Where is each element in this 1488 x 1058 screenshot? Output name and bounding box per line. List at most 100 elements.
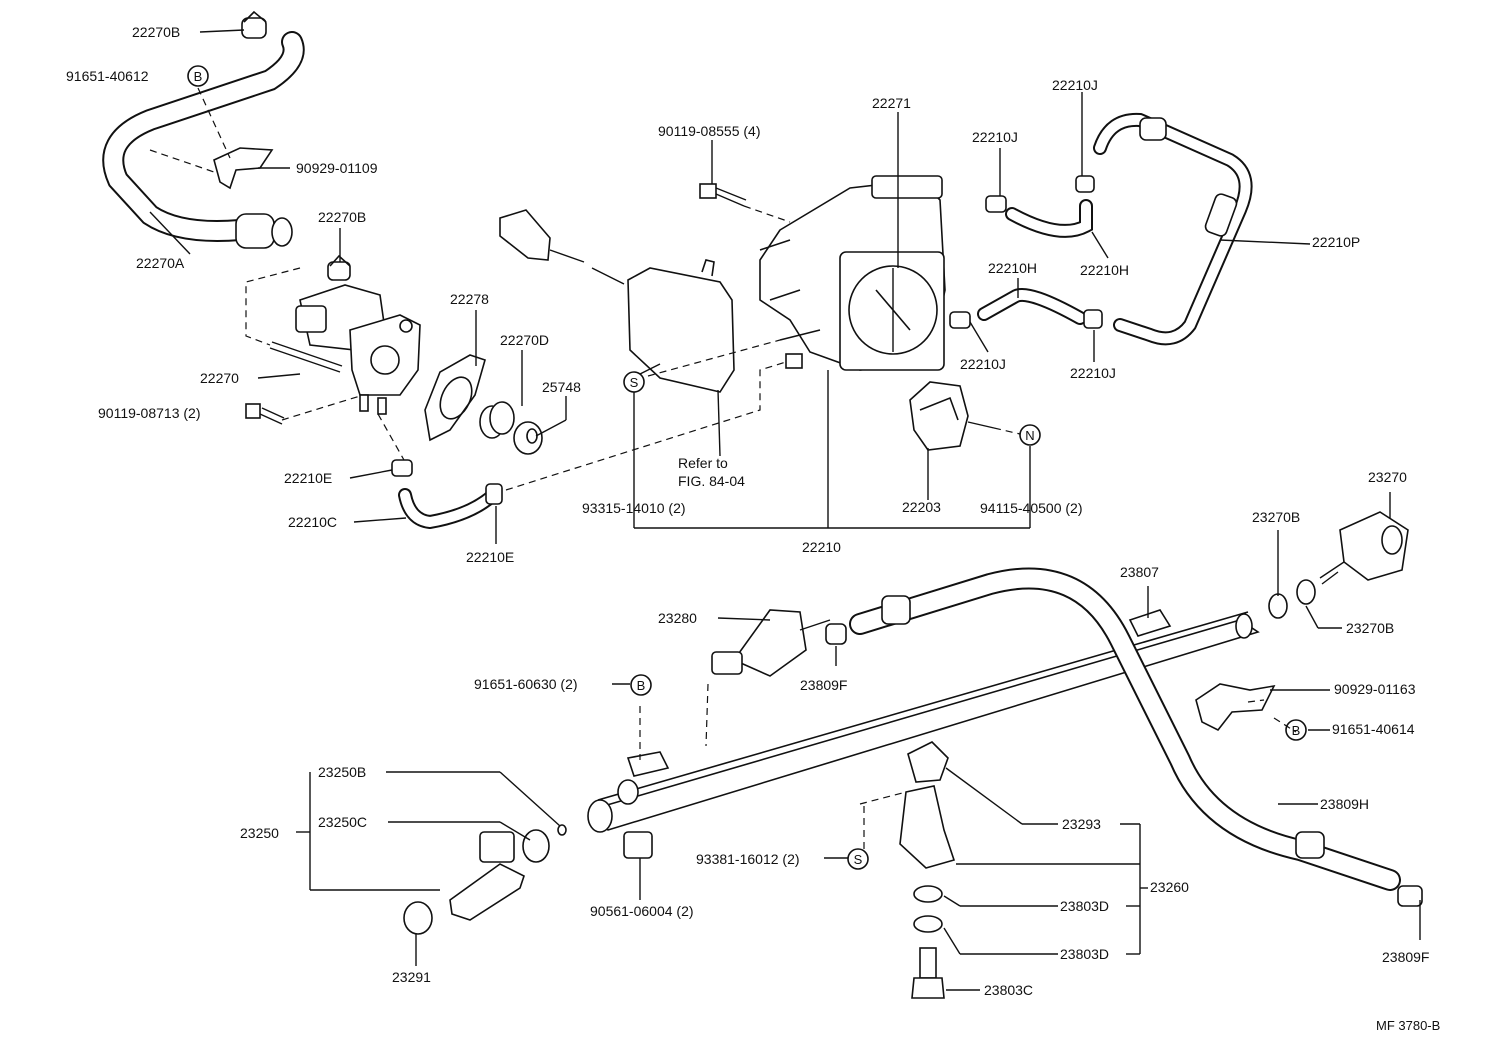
label-22203: 22203: [902, 499, 941, 515]
label-91651-40614: 91651-40614: [1332, 721, 1415, 737]
figure-code: MF 3780-B: [1376, 1018, 1440, 1033]
label-93315-14010: 93315-14010 (2): [582, 500, 686, 516]
label-22278: 22278: [450, 291, 489, 307]
plug-90561: [623, 831, 653, 859]
fuel-hose-23809h: [849, 567, 1401, 891]
washer-23270b: [1268, 579, 1316, 619]
part-drawings: [102, 10, 1423, 999]
injector-23250: [449, 824, 567, 921]
label-91651-60630: 91651-60630 (2): [474, 676, 578, 692]
svg-text:B: B: [1292, 723, 1301, 738]
label-23807: 23807: [1120, 564, 1159, 580]
clip-22210e-b: [485, 483, 503, 505]
label-22270a: 22270A: [136, 255, 185, 271]
gasket-22278: [424, 354, 486, 442]
clamp-90929-01109: [213, 147, 274, 190]
label-22210h-b: 22210H: [1080, 262, 1129, 278]
gaskets-23803d: [913, 885, 943, 933]
label-22210e-a: 22210E: [284, 470, 332, 486]
svg-text:B: B: [637, 678, 646, 693]
label-23809h: 23809H: [1320, 796, 1369, 812]
label-23250b: 23250B: [318, 764, 366, 780]
label-90561-06004: 90561-06004 (2): [590, 903, 694, 919]
symbol-markers: B S N B B S: [187, 65, 1307, 870]
union-23293: [899, 741, 956, 869]
label-fig-84-04: FIG. 84-04: [678, 473, 745, 489]
insulator-23291: [403, 901, 433, 935]
valve-22270: [269, 284, 421, 415]
air-hose-22270a: [102, 31, 305, 249]
bolt-90119-08713: [245, 403, 285, 425]
regulator-23280: [711, 609, 831, 677]
label-22210e-b: 22210E: [466, 549, 514, 565]
label-22210p: 22210P: [1312, 234, 1360, 250]
label-23803d-b: 23803D: [1060, 946, 1109, 962]
hose-22210h-upper: [1005, 199, 1093, 238]
label-22270: 22270: [200, 370, 239, 386]
label-91651-40612: 91651-40612: [66, 68, 149, 84]
svg-text:N: N: [1025, 428, 1034, 443]
assembly-lines: [149, 87, 1297, 850]
clip-22270b-mid: [327, 254, 351, 281]
label-22270d: 22270D: [500, 332, 549, 348]
sensor-22203: [909, 381, 995, 451]
label-22210j-b: 22210J: [1052, 77, 1098, 93]
cover-box: [627, 259, 735, 393]
svg-text:S: S: [630, 375, 639, 390]
label-90929-01163: 90929-01163: [1334, 681, 1416, 697]
label-22210j-a: 22210J: [972, 129, 1018, 145]
label-23260: 23260: [1150, 879, 1189, 895]
sensor-connector: [499, 209, 625, 285]
bolt-23803c: [911, 947, 945, 999]
label-23270: 23270: [1368, 469, 1407, 485]
label-23270b-a: 23270B: [1252, 509, 1300, 525]
label-22210c: 22210C: [288, 514, 337, 530]
clamp-90929-01163: [1195, 683, 1276, 732]
svg-text:S: S: [854, 852, 863, 867]
throttle-body-22210: [759, 175, 946, 371]
label-25748: 25748: [542, 379, 581, 395]
part-labels: 22270B 91651-40612 90929-01109 22270A 22…: [66, 24, 1440, 1033]
bolt-90119-08555: [699, 183, 747, 207]
label-94115-40500: 94115-40500 (2): [980, 500, 1082, 516]
label-23809f-b: 23809F: [1382, 949, 1429, 965]
hose-22210c: [398, 488, 499, 530]
label-90119-08555: 90119-08555 (4): [658, 123, 760, 139]
label-22210h-a: 22210H: [988, 260, 1037, 276]
ring-22270d: [479, 401, 515, 439]
label-23803d-a: 23803D: [1060, 898, 1109, 914]
symbol-s-left: S: [623, 371, 645, 393]
label-90119-08713: 90119-08713 (2): [98, 405, 200, 421]
clip-22270b-top: [241, 10, 267, 39]
label-22270b-top: 22270B: [132, 24, 180, 40]
fuel-rail-23807: [587, 609, 1260, 833]
hose-22210h-lower: [977, 288, 1087, 325]
clips-22210j: [949, 175, 1103, 329]
symbol-b-top: B: [187, 65, 209, 87]
cap-25748: [513, 421, 543, 455]
label-23280: 23280: [658, 610, 697, 626]
label-22210j-c: 22210J: [960, 356, 1006, 372]
symbol-n: N: [1019, 424, 1041, 446]
damper-23270: [1319, 511, 1409, 585]
label-22271: 22271: [872, 95, 911, 111]
clip-23809f-a: [825, 623, 847, 645]
symbol-b-rail: B: [630, 674, 652, 696]
label-23291: 23291: [392, 969, 431, 985]
label-23250c: 23250C: [318, 814, 367, 830]
clip-23809f-b: [1397, 885, 1423, 907]
svg-text:B: B: [194, 69, 203, 84]
label-22270b-mid: 22270B: [318, 209, 366, 225]
hose-22210p: [1093, 112, 1253, 346]
leader-lines: [149, 29, 1421, 991]
label-22210j-d: 22210J: [1070, 365, 1116, 381]
symbol-s-bottom: S: [847, 848, 869, 870]
label-93381-16012: 93381-16012 (2): [696, 851, 800, 867]
label-23803c: 23803C: [984, 982, 1033, 998]
label-23809f-a: 23809F: [800, 677, 847, 693]
label-90929-01109: 90929-01109: [296, 160, 378, 176]
symbol-b-right: B: [1285, 719, 1307, 741]
label-refer-to: Refer to: [678, 455, 728, 471]
label-23250: 23250: [240, 825, 279, 841]
